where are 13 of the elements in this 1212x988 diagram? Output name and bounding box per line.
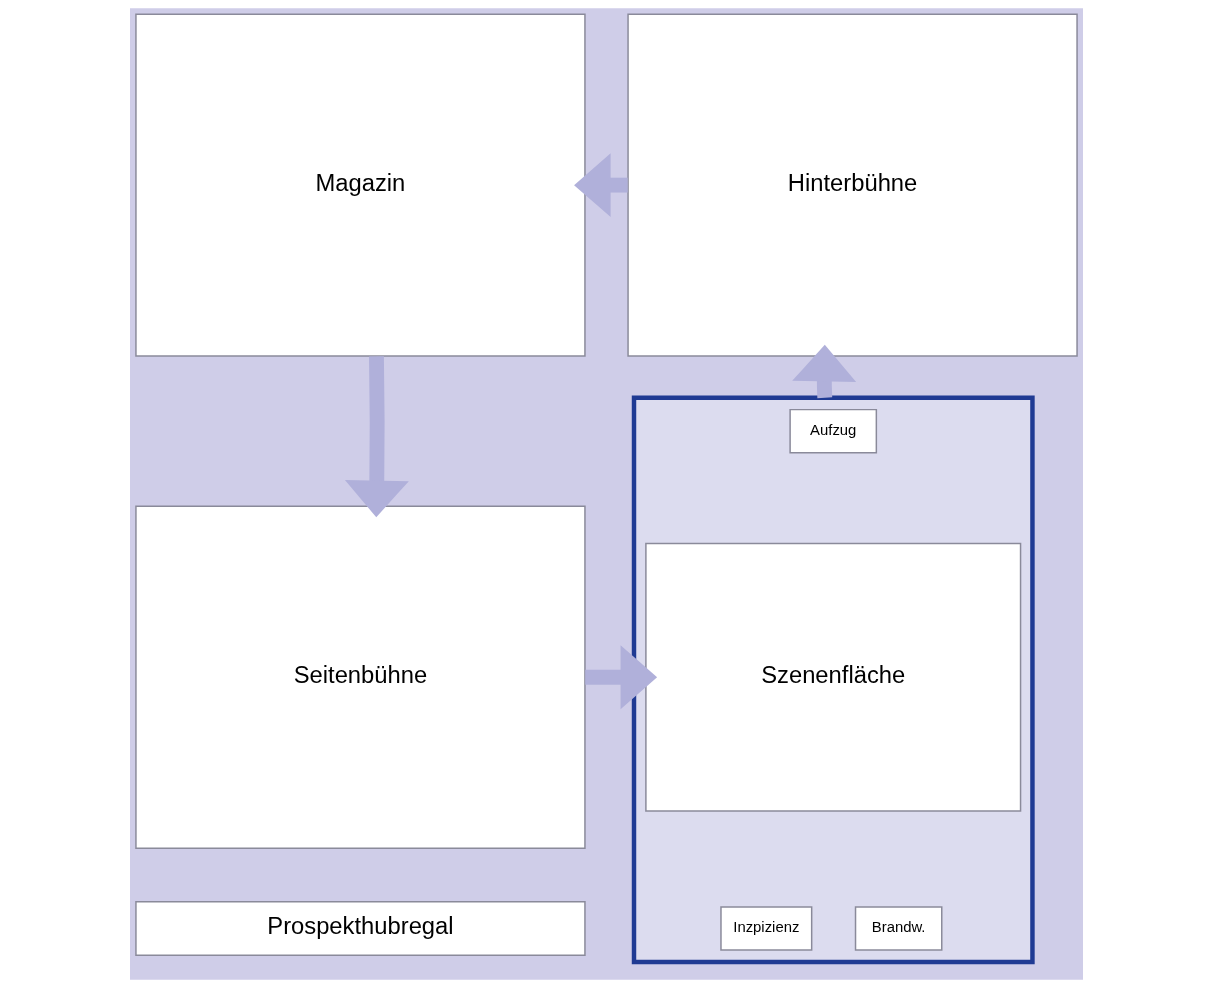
- node-box: Aufzug: [788, 408, 877, 454]
- node-box: Brandw.: [854, 906, 942, 951]
- arrow: [573, 153, 628, 218]
- arrow: [584, 645, 657, 710]
- node-box: Inzpizienz: [719, 906, 812, 951]
- node-box: Seitenbühne: [134, 505, 586, 849]
- node-box: Szenenfläche: [644, 542, 1021, 812]
- cluster: [631, 395, 1035, 965]
- node-box: Magazin: [134, 13, 586, 357]
- arrow: [344, 356, 409, 518]
- node-box: Hinterbühne: [626, 13, 1078, 357]
- node-box: Prospekthubregal: [134, 901, 586, 956]
- arrow: [791, 344, 856, 399]
